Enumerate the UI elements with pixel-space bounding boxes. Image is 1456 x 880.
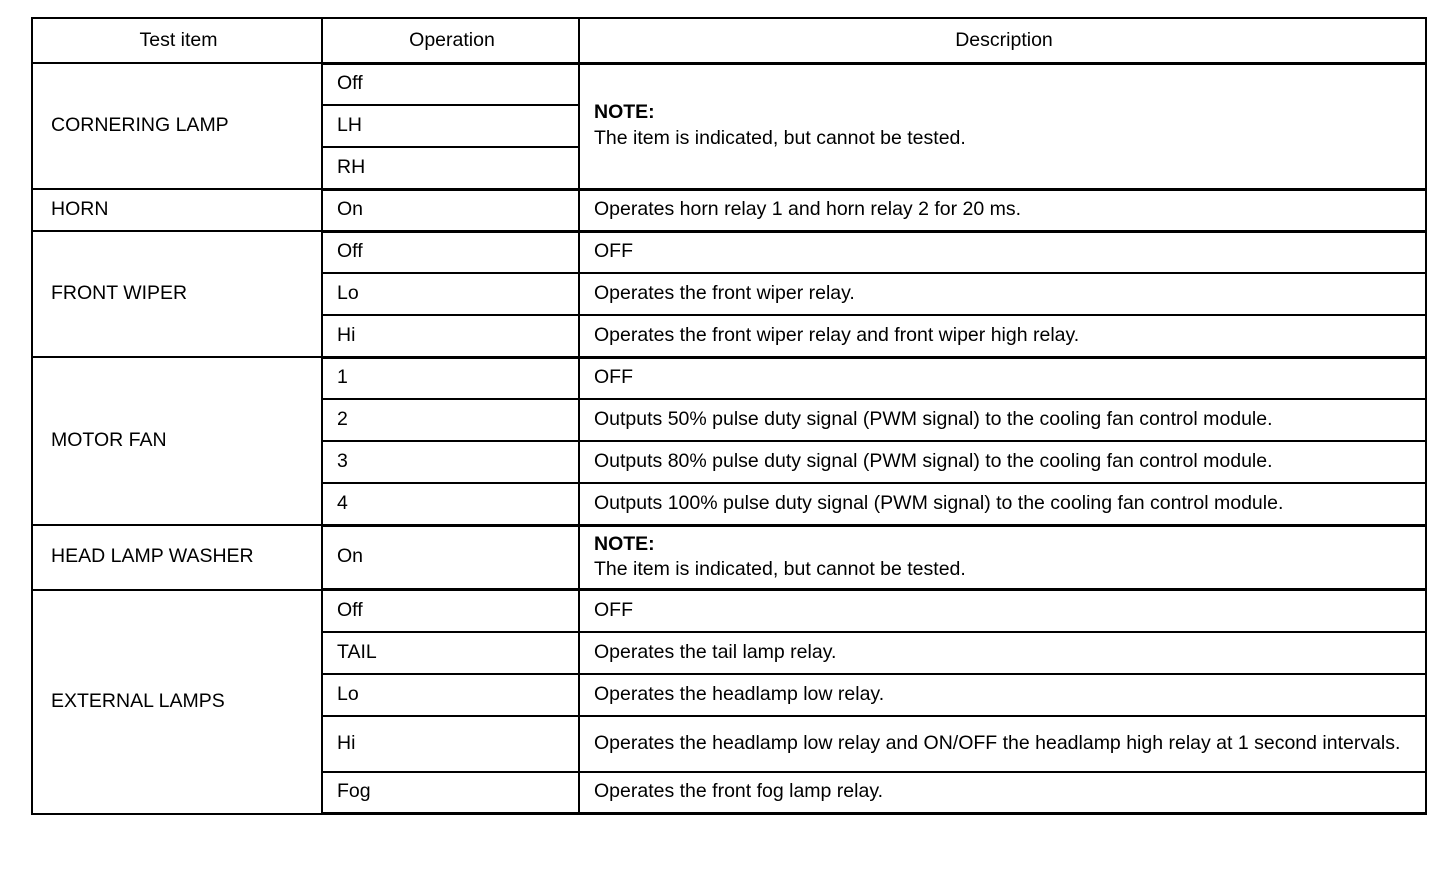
operation-cell: LH — [321, 104, 580, 148]
test-item-cell: EXTERNAL LAMPS — [31, 588, 323, 815]
table-row: LH — [32, 104, 1426, 148]
description-cell: Operates the front wiper relay. — [578, 272, 1427, 316]
description-cell: Operates the headlamp low relay and ON/O… — [578, 714, 1427, 773]
operation-cell: RH — [321, 146, 580, 191]
description-cell: Outputs 50% pulse duty signal (PWM signa… — [578, 398, 1427, 442]
description-cell: Operates horn relay 1 and horn relay 2 f… — [578, 187, 1427, 233]
description-cell: Outputs 80% pulse duty signal (PWM signa… — [578, 440, 1427, 484]
column-header-test-item: Test item — [31, 17, 323, 64]
note-body: The item is indicated, but cannot be tes… — [594, 126, 966, 149]
operation-cell: 1 — [321, 355, 580, 400]
test-item-cell: MOTOR FAN — [31, 356, 323, 526]
description-cell: OFF — [578, 229, 1427, 274]
table-row: RH — [32, 146, 1426, 191]
description-cell: OFF — [578, 355, 1427, 400]
description-cell: Outputs 100% pulse duty signal (PWM sign… — [578, 482, 1427, 527]
operation-cell: Off — [321, 229, 580, 274]
description-cell: Operates the front wiper relay and front… — [578, 314, 1427, 359]
operation-cell: On — [321, 187, 580, 233]
test-item-cell: CORNERING LAMP — [31, 62, 323, 190]
operation-cell: 4 — [321, 482, 580, 527]
operation-cell: Hi — [321, 714, 580, 773]
operation-cell: TAIL — [321, 630, 580, 675]
operation-cell: Off — [321, 588, 580, 633]
description-cell: Operates the tail lamp relay. — [578, 630, 1427, 675]
test-item-cell: FRONT WIPER — [31, 230, 323, 358]
operation-cell: Off — [321, 61, 580, 106]
operation-cell: Fog — [321, 770, 580, 816]
spec-table-container: Test item Operation Description CORNERIN… — [31, 17, 1427, 816]
operation-cell: Lo — [321, 272, 580, 316]
column-header-description: Description — [578, 17, 1427, 64]
description-cell: NOTE:The item is indicated, but cannot b… — [578, 61, 1427, 191]
operation-cell: 2 — [321, 398, 580, 442]
description-cell: NOTE:The item is indicated, but cannot b… — [578, 523, 1427, 592]
operation-cell: 3 — [321, 440, 580, 484]
test-item-cell: HORN — [31, 188, 323, 232]
table-header: Test item Operation Description — [31, 17, 1427, 64]
note-body: The item is indicated, but cannot be tes… — [594, 557, 966, 580]
description-cell: Operates the front fog lamp relay. — [578, 770, 1427, 816]
description-cell: Operates the headlamp low relay. — [578, 672, 1427, 717]
test-item-cell: HEAD LAMP WASHER — [31, 524, 323, 591]
note-label: NOTE: — [594, 532, 655, 555]
column-header-operation: Operation — [321, 17, 580, 64]
operation-cell: Hi — [321, 314, 580, 359]
active-test-table: Test item Operation Description CORNERIN… — [31, 17, 1427, 816]
description-cell: OFF — [578, 588, 1427, 633]
table-header-row: Test item Operation Description — [31, 17, 1427, 64]
operation-cell: On — [321, 523, 580, 592]
operation-cell: Lo — [321, 672, 580, 717]
note-label: NOTE: — [594, 101, 655, 124]
